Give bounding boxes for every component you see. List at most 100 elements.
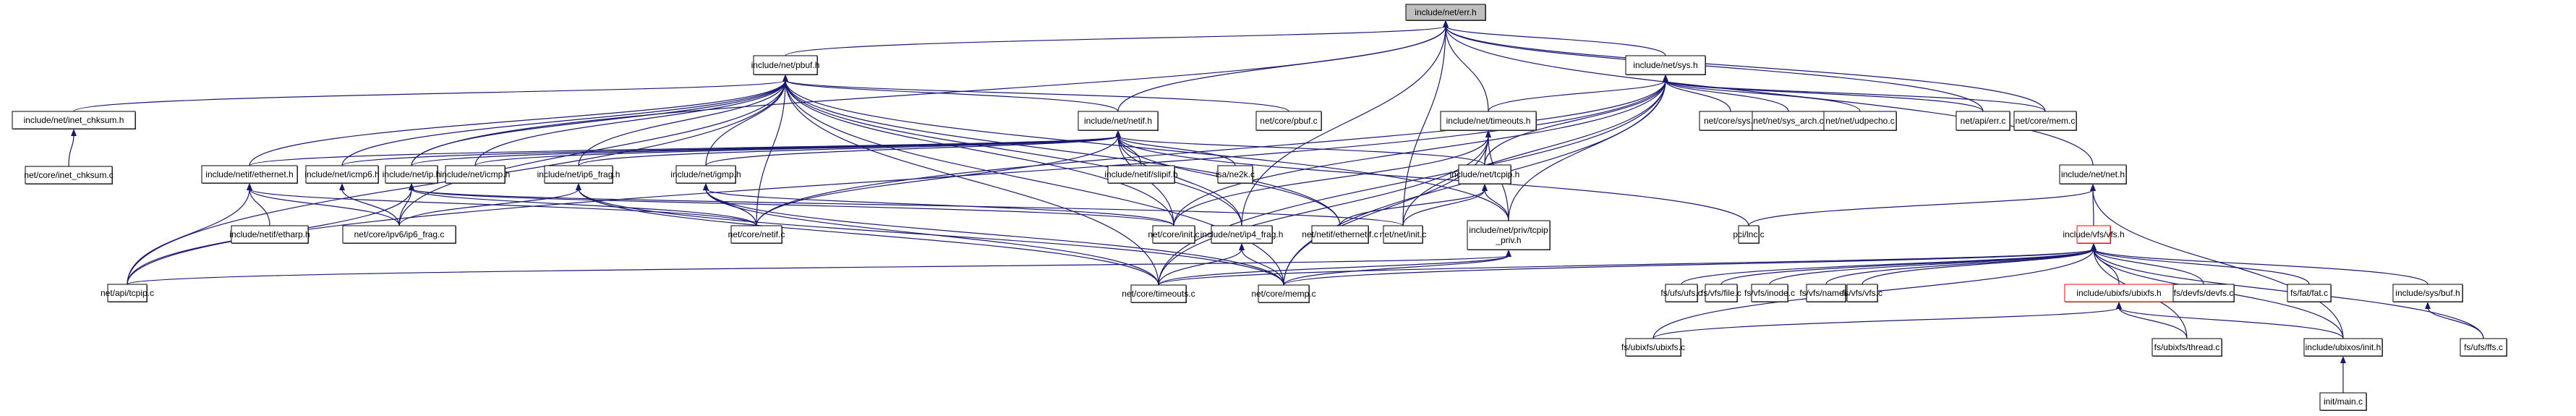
node-netif-c[interactable]: net/core/netif.c [728, 225, 785, 244]
node-box[interactable] [2064, 284, 2174, 302]
node-sys-h[interactable]: include/net/sys.h [1625, 55, 1706, 75]
node-tcpip-priv-h[interactable]: include/net/priv/tcpip_priv.h [1467, 220, 1551, 250]
node-ip4-frag-h[interactable]: include/net/ip4_frag.h [1200, 225, 1284, 244]
node-box[interactable] [730, 225, 782, 244]
node-box[interactable] [675, 165, 736, 184]
arrowhead-icon [782, 75, 788, 82]
node-box[interactable] [1956, 111, 2010, 131]
node-vfs-inode-c[interactable]: fs/vfs/inode.c [1744, 284, 1795, 302]
node-box[interactable] [1255, 111, 1322, 131]
node-ubixfs-c[interactable]: fs/ubixfs/ubixfs.c [1621, 338, 1685, 357]
node-box[interactable] [1705, 284, 1738, 302]
node-box[interactable] [1130, 284, 1187, 303]
node-main-c[interactable]: init/main.c [2319, 392, 2367, 411]
node-tcpip-h[interactable]: include/net/tcpip.h [1450, 164, 1520, 184]
node-box[interactable] [1258, 284, 1310, 303]
node-box[interactable] [201, 165, 298, 184]
node-ne2k-c[interactable]: isa/ne2k.c [1216, 165, 1255, 184]
node-inet-chksum-c[interactable]: net/core/inet_chksum.c [24, 166, 114, 184]
node-box[interactable] [2303, 338, 2383, 357]
node-box[interactable] [1752, 111, 1825, 131]
node-devfs-c[interactable]: fs/devfs/devfs.c [2172, 284, 2235, 302]
node-pbuf-c[interactable]: net/core/pbuf.c [1255, 111, 1322, 131]
node-timeouts-c[interactable]: net/core/timeouts.c [1122, 284, 1195, 303]
node-box[interactable] [1152, 225, 1195, 244]
node-net-init-c[interactable]: net/net/init.c [1380, 225, 1427, 244]
node-box[interactable] [1467, 220, 1551, 250]
node-box[interactable] [2076, 225, 2111, 244]
node-icmp-h[interactable]: include/net/icmp.h [440, 165, 511, 184]
node-box[interactable] [1211, 225, 1273, 244]
node-box[interactable] [1625, 55, 1706, 75]
node-vfs-vfs-c[interactable]: fs/vfs/vfs.c [1842, 284, 1882, 302]
node-ubixfs-h[interactable]: include/ubixfs/ubixfs.h [2064, 284, 2174, 302]
node-box[interactable] [753, 55, 818, 75]
node-box[interactable] [1751, 284, 1788, 302]
node-box[interactable] [1625, 338, 1681, 357]
node-box[interactable] [2172, 284, 2235, 302]
node-box[interactable] [2460, 338, 2507, 357]
node-etharp-h[interactable]: include/netif/etharp.h [229, 225, 310, 244]
node-timeouts-h[interactable]: include/net/timeouts.h [1440, 111, 1537, 131]
node-box[interactable] [544, 165, 613, 184]
node-ethernetif-c[interactable]: net/netif/ethernetif.c [1302, 225, 1378, 244]
node-sys-arch-c[interactable]: net/net/sys_arch.c [1752, 111, 1825, 131]
node-box[interactable] [305, 165, 379, 184]
node-ffs-c[interactable]: fs/ufs/ffs.c [2460, 338, 2507, 357]
node-box[interactable] [1738, 225, 1760, 244]
node-vfs-h[interactable]: include/vfs/vfs.h [2063, 225, 2125, 244]
node-ubixos-init-h[interactable]: include/ubixos/init.h [2303, 338, 2383, 357]
node-box[interactable] [12, 111, 136, 130]
node-api-err-c[interactable]: net/api/err.c [1956, 111, 2010, 131]
node-box[interactable] [2319, 392, 2367, 411]
node-net-h[interactable]: include/net/net.h [2059, 164, 2127, 184]
node-ip6-frag-h[interactable]: include/net/ip6_frag.h [537, 165, 620, 184]
node-box[interactable] [1078, 111, 1159, 131]
node-box[interactable] [2059, 164, 2127, 184]
node-box[interactable] [231, 225, 309, 244]
node-box[interactable] [107, 284, 148, 302]
node-box[interactable] [1846, 284, 1878, 302]
node-buf-h[interactable]: include/sys/buf.h [2392, 284, 2463, 302]
node-box[interactable] [2392, 284, 2463, 302]
node-box[interactable] [1665, 284, 1698, 302]
node-ip6-frag-c[interactable]: net/core/ipv6/ip6_frag.c [342, 225, 456, 244]
node-thread-c[interactable]: fs/ubixfs/thread.c [2151, 338, 2222, 357]
node-inet-chksum-h[interactable]: include/net/inet_chksum.h [12, 111, 136, 130]
node-box[interactable] [1823, 111, 1897, 131]
node-udpecho-c[interactable]: net/net/udpecho.c [1823, 111, 1897, 131]
node-box[interactable] [445, 165, 506, 184]
node-box[interactable] [1107, 165, 1175, 184]
node-box[interactable] [2013, 111, 2077, 131]
node-slipif-h[interactable]: include/netif/slipif.h [1104, 165, 1178, 184]
node-ufs-c[interactable]: fs/ufs/ufs.c [1660, 284, 1702, 302]
node-ethernet-h[interactable]: include/netif/ethernet.h [201, 165, 298, 184]
node-box[interactable] [342, 225, 456, 244]
node-memp-c[interactable]: net/core/memp.c [1251, 284, 1316, 303]
node-api-tcpip-c[interactable]: net/api/tcpip.c [101, 284, 154, 302]
node-vfs-namei-c[interactable]: fs/vfs/namei.c [1799, 284, 1853, 302]
node-box[interactable] [2287, 284, 2332, 302]
node-box[interactable] [1806, 284, 1846, 302]
node-vfs-file-c[interactable]: fs/vfs/file.c [1701, 284, 1741, 302]
node-box[interactable] [1311, 225, 1369, 244]
node-box[interactable] [25, 166, 113, 184]
node-lnc-c[interactable]: pci/lnc.c [1733, 225, 1765, 244]
node-igmp-h[interactable]: include/net/igmp.h [670, 165, 741, 184]
node-box[interactable] [2151, 338, 2222, 357]
node-fat-c[interactable]: fs/fat/fat.c [2287, 284, 2332, 302]
node-mem-c[interactable]: net/core/mem.c [2013, 111, 2077, 131]
node-box[interactable] [1383, 225, 1423, 244]
node-box[interactable] [1217, 165, 1253, 184]
node-icmp6-h[interactable]: include/net/icmp6.h [304, 165, 380, 184]
node-box[interactable] [1440, 111, 1537, 131]
node-netif-h[interactable]: include/net/netif.h [1078, 111, 1159, 131]
node-box[interactable] [1405, 4, 1486, 21]
node-box[interactable] [1699, 111, 1762, 131]
node-err-h[interactable]: include/net/err.h [1405, 4, 1486, 21]
node-ip-h[interactable]: include/net/ip.h [383, 165, 441, 184]
node-box[interactable] [385, 165, 438, 184]
node-box[interactable] [1458, 164, 1511, 184]
node-core-init-c[interactable]: net/core/init.c [1148, 225, 1200, 244]
node-pbuf-h[interactable]: include/net/pbuf.h [751, 55, 820, 75]
